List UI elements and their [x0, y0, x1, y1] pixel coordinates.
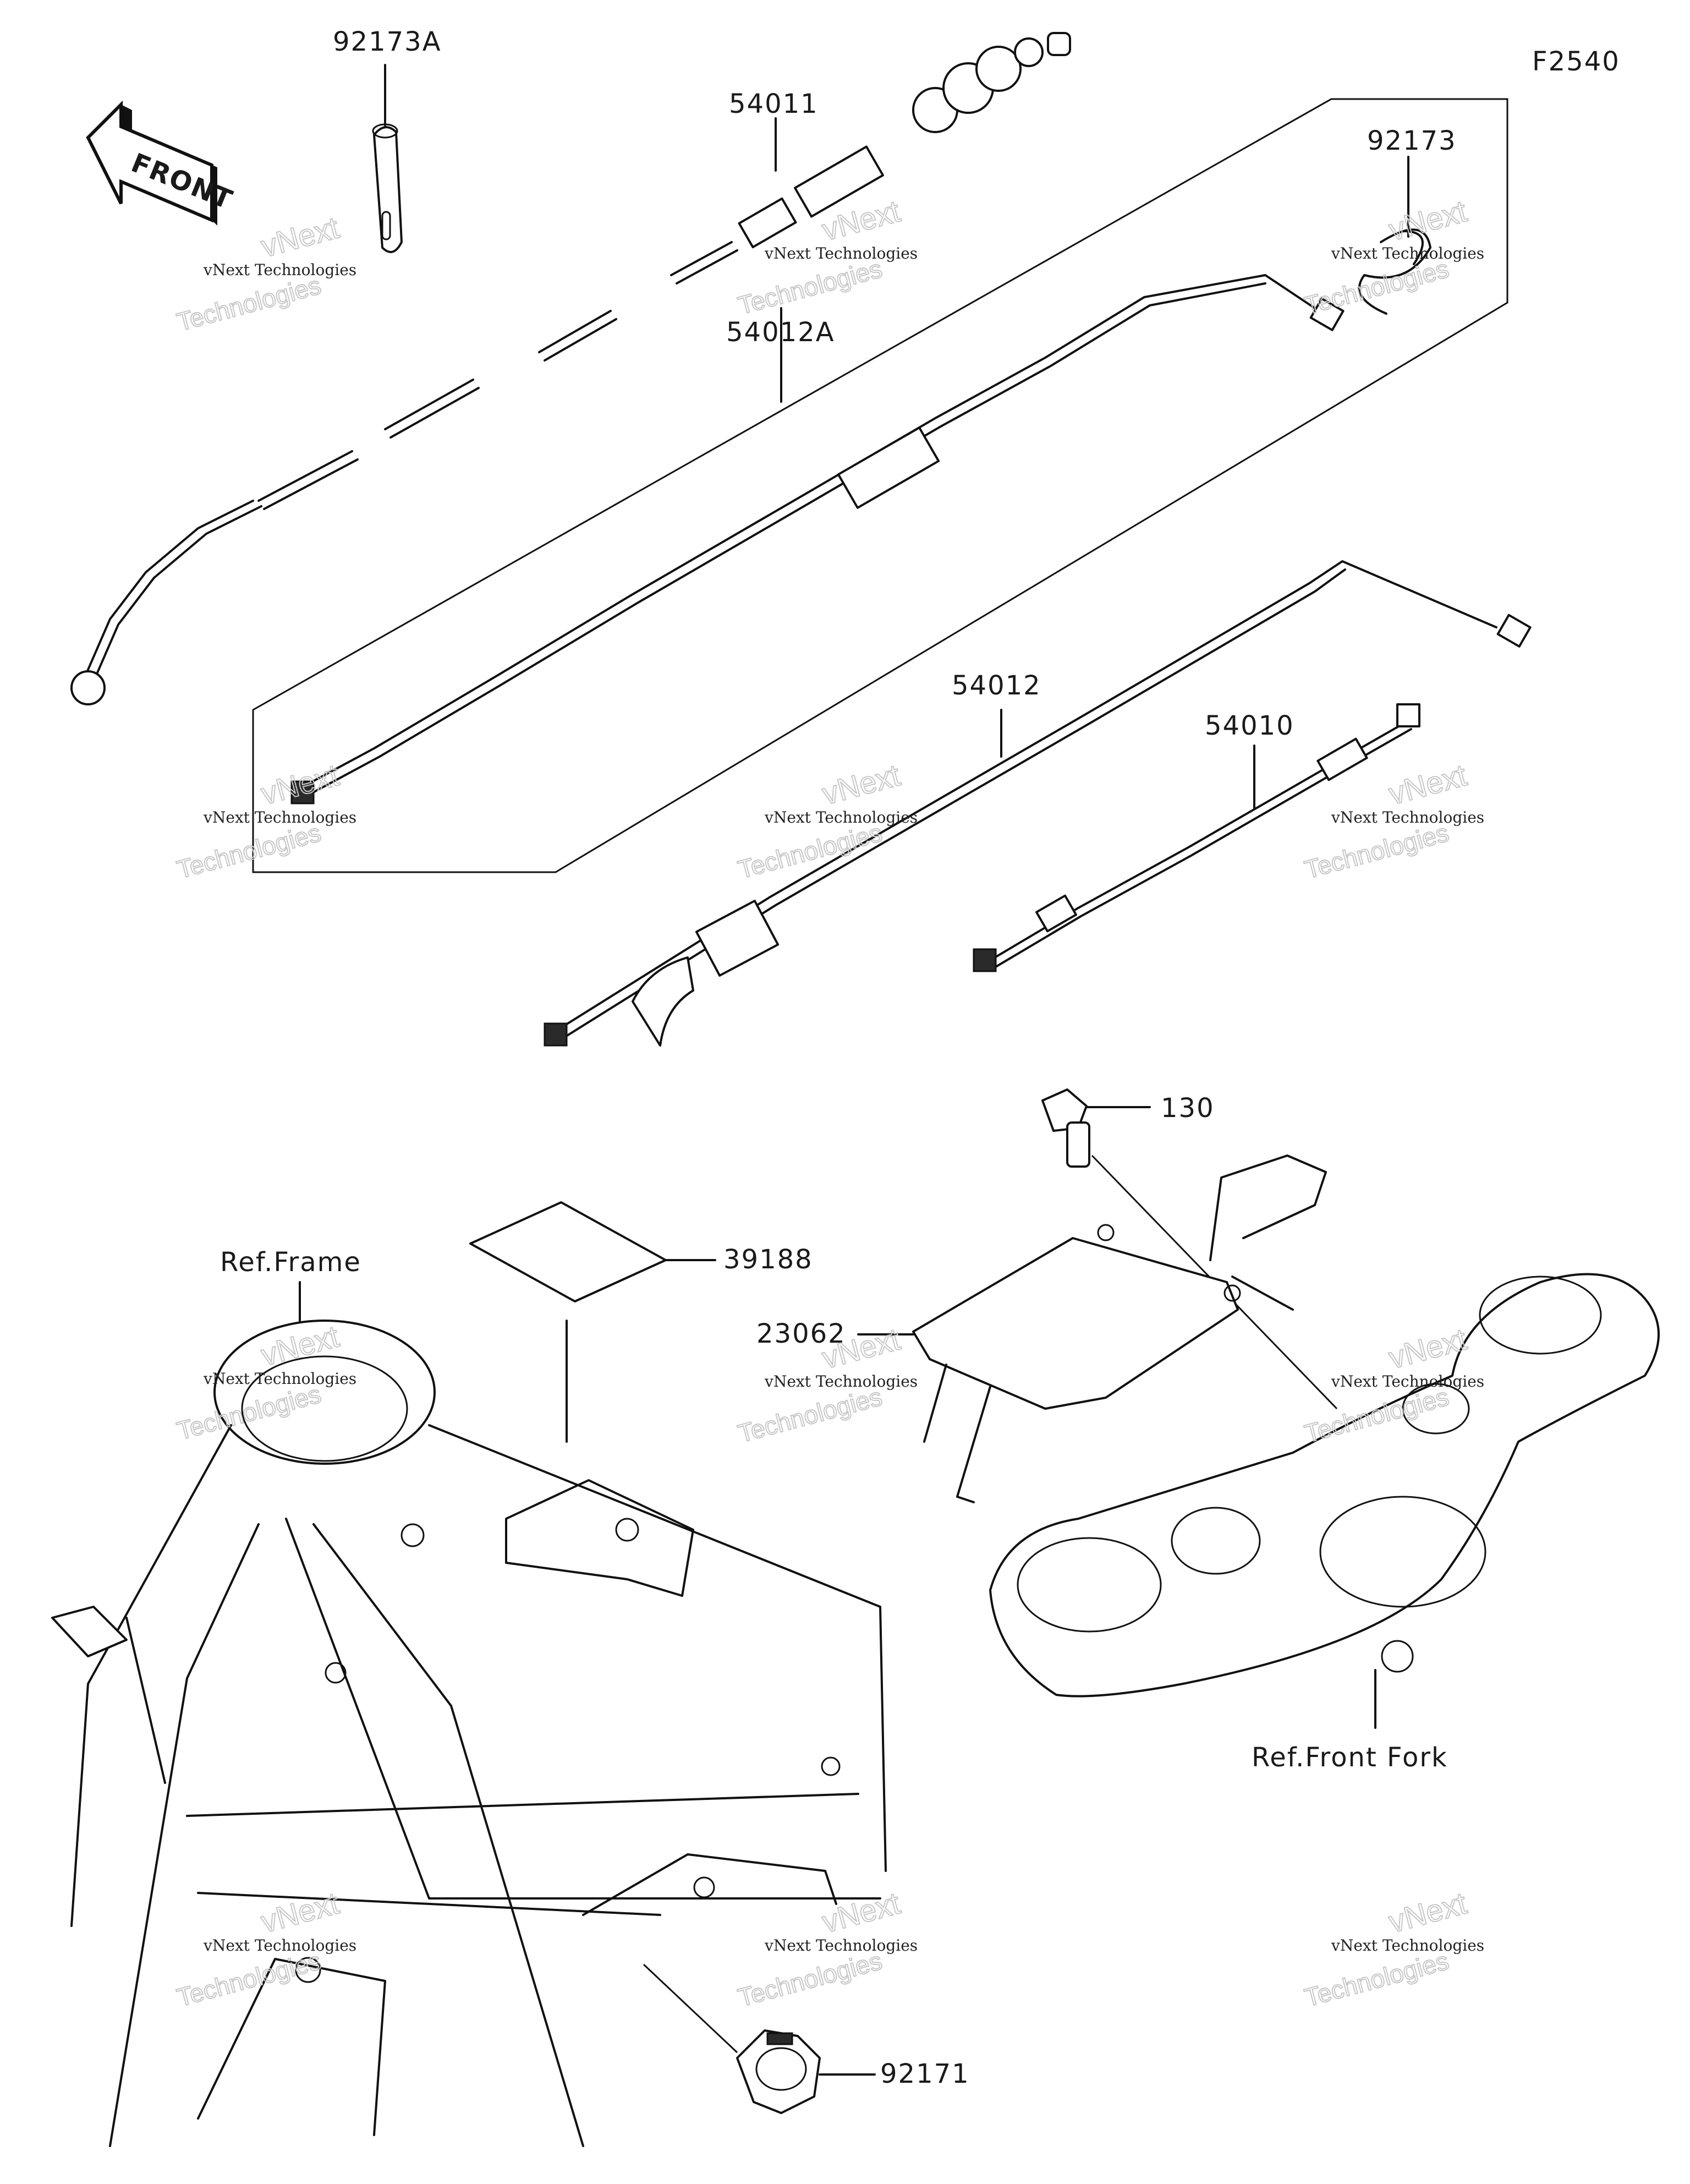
part-92173-clip[interactable] — [1358, 156, 1431, 315]
label-130: 130 — [1161, 1093, 1215, 1124]
part-39188-label[interactable] — [469, 1201, 716, 1443]
svg-text:Technologies: Technologies — [735, 254, 885, 320]
label-54012a: 54012A — [726, 317, 835, 348]
svg-text:Technologies: Technologies — [735, 1382, 885, 1448]
label-23062: 23062 — [756, 1318, 846, 1349]
ref-front-fork-clamp[interactable] — [989, 1273, 1660, 1729]
svg-text:vNext: vNext — [257, 1885, 343, 1939]
label-ref-frame: Ref.Frame — [220, 1247, 361, 1278]
label-54011: 54011 — [729, 89, 819, 119]
watermark-grid: vNext Technologies vNext Technologies vN… — [173, 193, 1484, 2012]
svg-text:vNext Technologies: vNext Technologies — [203, 261, 356, 279]
label-ref-front-fork: Ref.Front Fork — [1252, 1742, 1448, 1773]
part-92173a-clamp[interactable] — [372, 64, 403, 253]
label-54010: 54010 — [1205, 710, 1294, 741]
svg-text:vNext Technologies: vNext Technologies — [1331, 1372, 1484, 1391]
svg-text:vNext: vNext — [1385, 757, 1470, 811]
svg-text:Technologies: Technologies — [735, 1946, 885, 2012]
svg-text:vNext: vNext — [1385, 1885, 1470, 1939]
label-39188: 39188 — [723, 1244, 813, 1275]
label-92171: 92171 — [880, 2059, 970, 2089]
watermark: vNext Technologies vNext Technologies — [173, 209, 356, 337]
watermark: vNext Technologies vNext Technologies — [1301, 193, 1484, 320]
ref-frame[interactable] — [51, 1281, 887, 2147]
svg-text:Technologies: Technologies — [174, 271, 324, 337]
svg-text:vNext Technologies: vNext Technologies — [1331, 244, 1484, 262]
svg-text:vNext Technologies: vNext Technologies — [1331, 1936, 1484, 1955]
svg-text:vNext Technologies: vNext Technologies — [203, 808, 356, 826]
svg-text:vNext: vNext — [819, 757, 904, 811]
watermark: vNext Technologies vNext Technologies — [173, 757, 356, 884]
part-54010-cable[interactable] — [973, 703, 1420, 972]
svg-text:vNext: vNext — [257, 210, 343, 264]
part-23062-bracket[interactable] — [857, 1154, 1327, 1503]
label-92173a: 92173A — [333, 26, 442, 57]
svg-text:vNext Technologies: vNext Technologies — [764, 244, 918, 262]
svg-text:Technologies: Technologies — [174, 818, 324, 884]
svg-text:vNext Technologies: vNext Technologies — [764, 808, 918, 826]
part-92171-clip[interactable] — [643, 1963, 876, 2114]
label-54012: 54012 — [952, 670, 1041, 701]
watermark: vNext Technologies vNext Technologies — [734, 1885, 918, 2012]
svg-text:Technologies: Technologies — [174, 1946, 324, 2012]
svg-text:vNext Technologies: vNext Technologies — [764, 1936, 918, 1955]
label-92173: 92173 — [1367, 125, 1457, 156]
svg-text:vNext Technologies: vNext Technologies — [764, 1372, 918, 1391]
part-54011-cable[interactable] — [70, 32, 1071, 705]
svg-text:vNext Technologies: vNext Technologies — [203, 1936, 356, 1955]
part-54012-cable[interactable] — [544, 560, 1532, 1047]
watermark: vNext Technologies vNext Technologies — [173, 1885, 356, 2012]
svg-text:vNext Technologies: vNext Technologies — [203, 1370, 356, 1388]
svg-text:vNext: vNext — [819, 1885, 904, 1939]
part-54012a-group[interactable] — [252, 98, 1508, 873]
svg-text:vNext Technologies: vNext Technologies — [1331, 808, 1484, 826]
figure-code: F2540 — [1532, 46, 1620, 77]
front-arrow-icon: FRONT — [86, 100, 237, 226]
part-130-bolt[interactable] — [1041, 1088, 1338, 1410]
svg-text:Technologies: Technologies — [1302, 818, 1452, 884]
watermark: vNext Technologies vNext Technologies — [1301, 1885, 1484, 2012]
svg-text:Technologies: Technologies — [1302, 1946, 1452, 2012]
